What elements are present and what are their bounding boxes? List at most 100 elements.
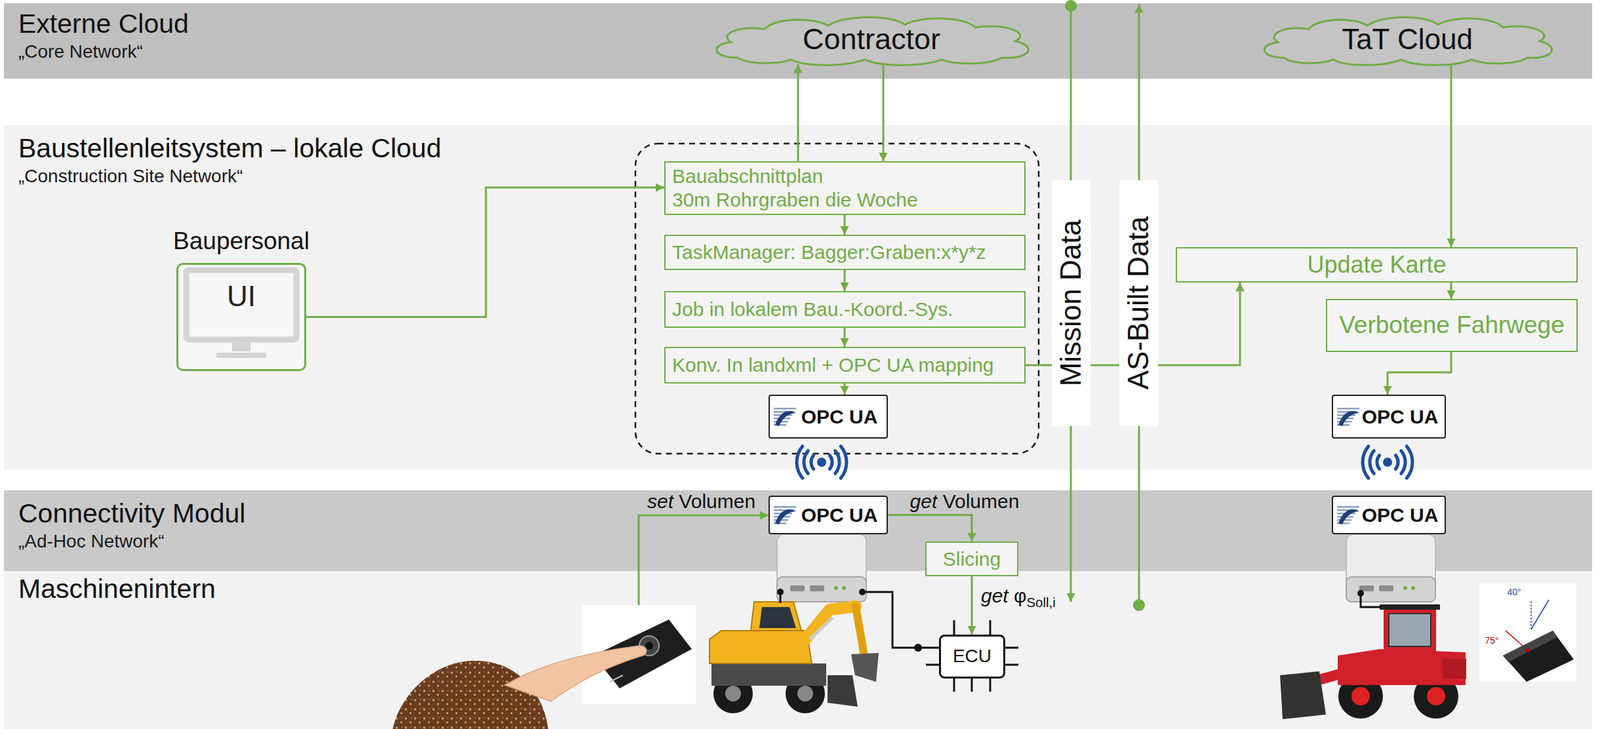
opc-ua-badge: OPC UA bbox=[768, 394, 888, 439]
process-box: Konv. In landxml + OPC UA mapping bbox=[664, 346, 1026, 384]
band-title: Connectivity Modul bbox=[18, 498, 246, 530]
chip-outline-part bbox=[940, 636, 1005, 679]
opc-logo-mark bbox=[1337, 406, 1361, 428]
chip-outline-part bbox=[989, 620, 992, 635]
swimlane-band: OPC UA Slicing OPC UA Connectivity Modul„Ad… bbox=[3, 490, 1593, 572]
process-box: Update Karte bbox=[1175, 247, 1578, 283]
machine-wire-part bbox=[1360, 593, 1381, 608]
label-part: get bbox=[910, 490, 938, 513]
opc-logo-mark-part bbox=[773, 407, 797, 410]
label-part: set bbox=[647, 490, 674, 513]
process-box: Slicing bbox=[925, 541, 1019, 577]
node-text: TaT Cloud bbox=[1341, 23, 1473, 56]
swimlane-band: BaupersonalUIBauabschnittplan30m Rohrgra… bbox=[3, 125, 1593, 470]
connectivity-device-part bbox=[1346, 534, 1436, 602]
wheel-loader-illustration-part bbox=[1351, 687, 1370, 706]
hand-illustration bbox=[504, 645, 647, 702]
sensor-signal-line bbox=[638, 515, 769, 606]
node-text: Bauabschnittplan bbox=[672, 164, 823, 189]
chip-outline-part bbox=[925, 647, 940, 650]
label-part: Soll,i bbox=[1026, 595, 1056, 610]
node-text: Baupersonal bbox=[136, 226, 347, 256]
sensor-signal-line-part bbox=[638, 515, 769, 606]
annotation-holder: set Volumen bbox=[645, 490, 758, 514]
edge-label: get φSoll,i bbox=[978, 584, 1059, 611]
node-text: OPC UA bbox=[1361, 505, 1439, 526]
cloud-node: Contractor bbox=[704, 11, 1039, 67]
annotation-label: set Volumen bbox=[645, 490, 758, 514]
tilt-sensor-illustration bbox=[1479, 583, 1577, 682]
data-stream-line-part bbox=[1133, 599, 1145, 612]
wheel-loader-illustration bbox=[1280, 604, 1467, 720]
wheel-loader-illustration-part bbox=[1383, 608, 1437, 656]
tilt-sensor-illustration-part bbox=[1502, 630, 1558, 663]
wheel-loader-illustration-part bbox=[1388, 613, 1431, 647]
edge-label: get Volumen bbox=[907, 490, 1023, 514]
excavator-illustration-part bbox=[759, 607, 797, 629]
machine-wire-part bbox=[914, 643, 922, 652]
node-text: Mission Data bbox=[1055, 219, 1087, 387]
chip-outline-part bbox=[1005, 664, 1019, 667]
node-text: Slicing bbox=[942, 547, 1001, 572]
monitor-icon-part bbox=[216, 352, 267, 359]
connectivity-device-part bbox=[841, 586, 846, 591]
node-text: Verbotene Fahrwege bbox=[1339, 310, 1565, 340]
dashed-group-outline-part bbox=[635, 143, 1039, 454]
process-box: TaskManager: Bagger:Graben:x*y*z bbox=[664, 234, 1026, 271]
label-part: Volumen bbox=[673, 490, 756, 513]
opc-logo-mark bbox=[773, 504, 798, 526]
machine-wire-part bbox=[777, 588, 784, 596]
chip-outline-part bbox=[953, 620, 956, 635]
opc-ua-badge: OPC UA bbox=[768, 495, 888, 535]
wheel-loader-illustration-part bbox=[1311, 662, 1384, 682]
wireless-symbol-part bbox=[1382, 457, 1393, 467]
wireless-symbol-part bbox=[835, 451, 840, 475]
node-text: Update Karte bbox=[1306, 250, 1446, 279]
band-ground bbox=[3, 3, 1593, 729]
connectivity-device-part bbox=[1379, 585, 1394, 592]
band-subtitle: „Construction Site Network“ bbox=[18, 165, 243, 187]
tilt-sensor-illustration-part bbox=[1479, 583, 1577, 682]
opc-logo-mark-part bbox=[775, 509, 797, 525]
connectivity-device-part bbox=[1411, 586, 1416, 591]
node-text: ECU bbox=[952, 646, 992, 667]
annotation-label: 40° bbox=[1504, 586, 1523, 598]
chip-outline-part bbox=[925, 664, 940, 667]
cloud-outline-part bbox=[716, 17, 1029, 65]
wireless-symbol bbox=[796, 446, 1413, 479]
tilt-sensor-illustration-part bbox=[1531, 600, 1549, 630]
chip-outline-part bbox=[1005, 647, 1019, 650]
stream-label-box: AS-Built Data bbox=[1119, 180, 1159, 427]
chip-outline-part bbox=[971, 678, 974, 692]
excavator-illustration-part bbox=[809, 617, 833, 640]
dashed-group-outline bbox=[635, 143, 1039, 454]
excavator-illustration-part bbox=[851, 653, 879, 682]
tilt-sensor-illustration-part bbox=[1525, 648, 1530, 653]
band-ground-part bbox=[3, 571, 1593, 729]
connectivity-device-part bbox=[790, 585, 805, 592]
excavator-illustration-part bbox=[711, 663, 827, 686]
band-subtitle: „Ad-Hoc Network“ bbox=[18, 531, 164, 553]
edge-label-holder: get Volumen bbox=[907, 490, 1023, 514]
swimlane-band: ContractorTaT CloudExterne Cloud„Core Ne… bbox=[3, 3, 1593, 79]
connector-arrow bbox=[797, 64, 800, 162]
machine-wire bbox=[777, 588, 1381, 652]
cloud-node: TaT Cloud bbox=[1253, 11, 1562, 67]
excavator-illustration-part bbox=[827, 675, 858, 707]
wireless-symbol-part bbox=[829, 455, 833, 470]
connector-arrow bbox=[1450, 64, 1453, 248]
connector-arrow bbox=[1387, 352, 1452, 395]
process-box: Verbotene Fahrwege bbox=[1325, 299, 1578, 353]
connectivity-device-part bbox=[834, 586, 839, 591]
node-text: Job in lokalem Bau.-Koord.-Sys. bbox=[672, 297, 954, 322]
node-text: OPC UA bbox=[801, 505, 879, 526]
wheel-loader-illustration-part bbox=[1379, 604, 1440, 610]
opc-logo-mark-part bbox=[1338, 411, 1360, 427]
annotation-label: 75° bbox=[1482, 635, 1501, 646]
connectivity-device-part bbox=[809, 585, 825, 592]
soil-pile-illustration-part bbox=[392, 660, 549, 729]
node-text: AS-Built Data bbox=[1122, 216, 1155, 390]
tilt-sensor-illustration-part bbox=[1505, 630, 1523, 646]
data-stream-line-part bbox=[1064, 0, 1077, 12]
wheel-loader-illustration-part bbox=[1280, 671, 1326, 720]
